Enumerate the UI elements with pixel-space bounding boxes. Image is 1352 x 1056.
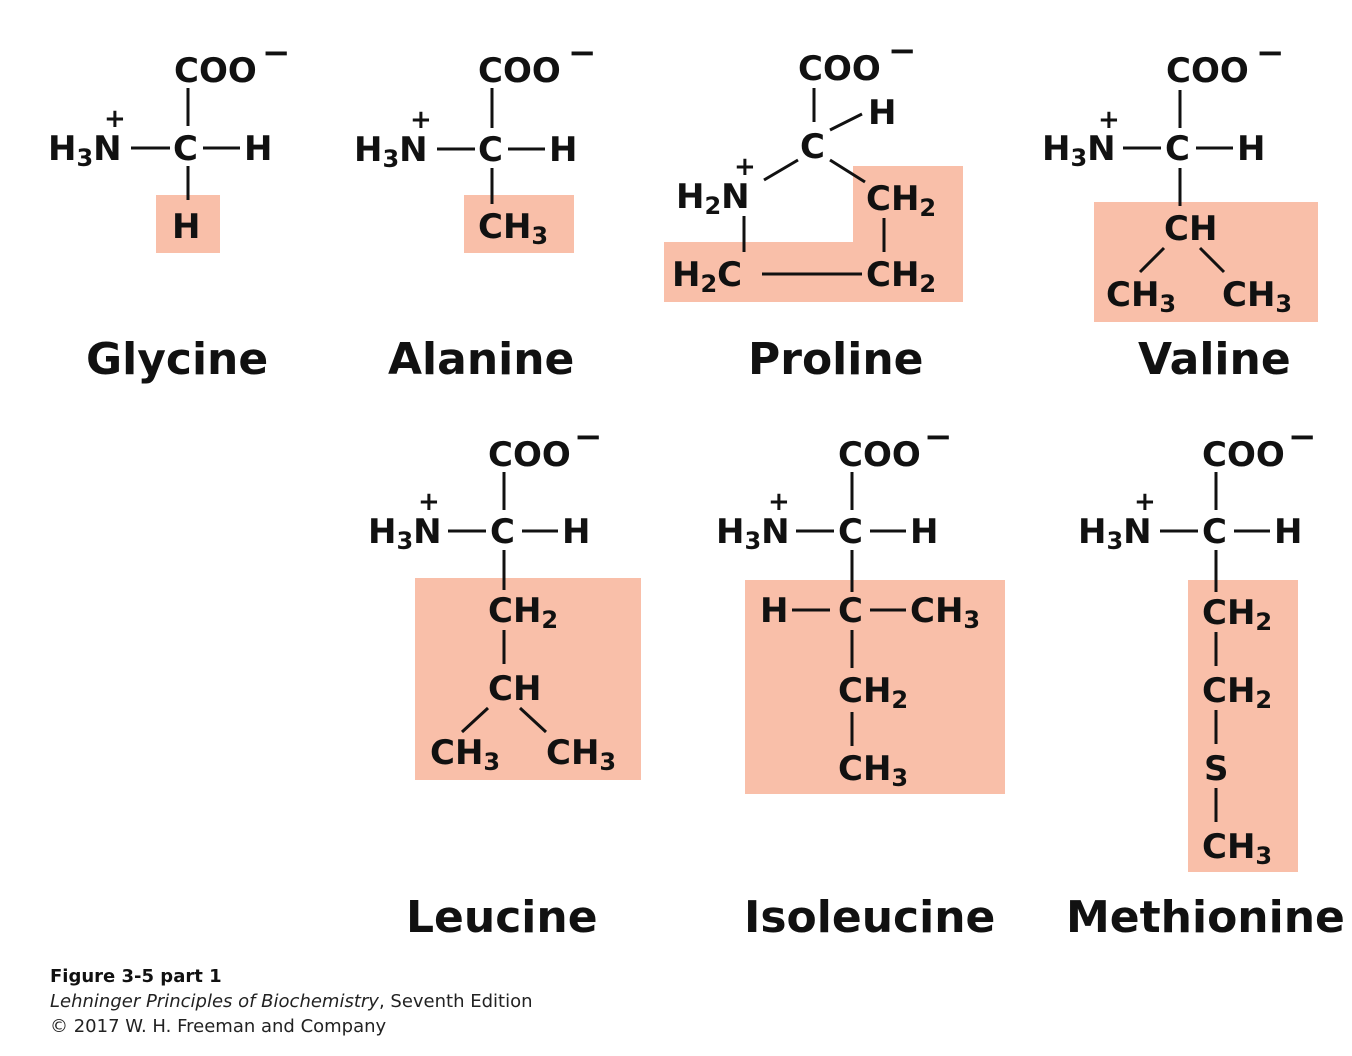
proline-imino-group: H2N — [676, 177, 750, 220]
isoleucine-alpha-hydrogen: H — [910, 512, 938, 552]
glycine-carboxylate: COO — [174, 51, 257, 91]
leucine-carboxylate-charge: − — [574, 417, 603, 457]
glycine-amino-charge: + — [104, 104, 126, 134]
glycine-alpha-hydrogen: H — [244, 129, 272, 169]
valine-structure: COO − + H3N C H CH CH3 CH3 Valine — [1042, 33, 1318, 385]
methionine-carboxylate: COO — [1202, 435, 1285, 475]
glycine-side-chain-h: H — [172, 207, 200, 247]
proline-side-chain-highlight — [664, 166, 963, 302]
proline-structure: COO − H C + H2N CH2 H2C CH2 Proline — [664, 31, 963, 385]
glycine-side-chain-highlight — [156, 195, 220, 253]
isoleucine-amino-charge: + — [768, 487, 790, 517]
alanine-alpha-hydrogen: H — [549, 130, 577, 170]
proline-name: Proline — [748, 334, 924, 385]
alanine-side-chain-highlight — [464, 195, 574, 253]
valine-side-chain-methyl-left: CH3 — [1106, 275, 1176, 318]
isoleucine-carboxylate-charge: − — [924, 417, 953, 457]
isoleucine-carboxylate: COO — [838, 435, 921, 475]
glycine-amino-group: H3N — [48, 129, 122, 172]
leucine-side-chain-ch2: CH2 — [488, 591, 558, 634]
valine-side-chain-highlight — [1094, 202, 1318, 322]
caption-copyright: © 2017 W. H. Freeman and Company — [50, 1016, 387, 1037]
methionine-side-chain-sulfur: S — [1204, 749, 1229, 789]
leucine-side-chain-highlight — [415, 578, 641, 780]
isoleucine-alpha-carbon: C — [838, 512, 863, 552]
valine-carboxylate-charge: − — [1256, 33, 1285, 73]
glycine-alpha-carbon: C — [173, 129, 198, 169]
figure-caption: Figure 3-5 part 1 Lehninger Principles o… — [50, 966, 533, 1037]
alanine-carboxylate: COO — [478, 51, 561, 91]
isoleucine-side-chain-methyl: CH3 — [910, 591, 980, 634]
valine-amino-group: H3N — [1042, 129, 1116, 172]
alanine-side-chain-methyl: CH3 — [478, 207, 548, 250]
leucine-amino-charge: + — [418, 487, 440, 517]
proline-amino-charge: + — [734, 152, 756, 182]
leucine-side-chain-methyl-right: CH3 — [546, 733, 616, 776]
isoleucine-side-chain-highlight — [745, 580, 1005, 794]
methionine-side-chain-methyl: CH3 — [1202, 827, 1272, 870]
alanine-amino-group: H3N — [354, 130, 428, 173]
leucine-amino-group: H3N — [368, 512, 442, 555]
valine-amino-charge: + — [1098, 105, 1120, 135]
caption-figure-number: Figure 3-5 part 1 — [50, 966, 222, 987]
proline-ring-ch2-lower: CH2 — [866, 255, 936, 298]
leucine-side-chain-ch: CH — [488, 669, 541, 709]
valine-side-chain-methyl-right: CH3 — [1222, 275, 1292, 318]
methionine-name: Methionine — [1066, 892, 1345, 943]
alanine-name: Alanine — [388, 334, 574, 385]
glycine-name: Glycine — [86, 334, 268, 385]
methionine-amino-charge: + — [1134, 487, 1156, 517]
leucine-side-chain-methyl-left: CH3 — [430, 733, 500, 776]
isoleucine-amino-group: H3N — [716, 512, 790, 555]
valine-alpha-carbon: C — [1165, 129, 1190, 169]
proline-carboxylate-charge: − — [888, 31, 917, 71]
methionine-side-chain-highlight — [1188, 580, 1298, 872]
isoleucine-side-chain-ch2: CH2 — [838, 671, 908, 714]
valine-alpha-hydrogen: H — [1237, 129, 1265, 169]
caption-book-title: Lehninger Principles of Biochemistry, Se… — [50, 991, 533, 1012]
proline-alpha-carbon: C — [800, 127, 825, 167]
leucine-name: Leucine — [406, 892, 598, 943]
leucine-alpha-carbon: C — [490, 512, 515, 552]
valine-carboxylate: COO — [1166, 51, 1249, 91]
isoleucine-side-chain-terminal-methyl: CH3 — [838, 749, 908, 792]
methionine-amino-group: H3N — [1078, 512, 1152, 555]
isoleucine-name: Isoleucine — [744, 892, 995, 943]
isoleucine-beta-hydrogen: H — [760, 591, 788, 631]
methionine-alpha-hydrogen: H — [1274, 512, 1302, 552]
valine-name: Valine — [1138, 334, 1291, 385]
proline-alpha-hydrogen: H — [868, 93, 896, 133]
methionine-side-chain-ch2-gamma: CH2 — [1202, 671, 1272, 714]
glycine-structure: COO − + H3N C H H Glycine — [48, 33, 291, 385]
alanine-amino-charge: + — [410, 105, 432, 135]
valine-side-chain-ch: CH — [1164, 209, 1217, 249]
alanine-alpha-carbon: C — [478, 130, 503, 170]
methionine-carboxylate-charge: − — [1288, 417, 1317, 457]
alanine-carboxylate-charge: − — [568, 33, 597, 73]
proline-ring-ch2-upper: CH2 — [866, 179, 936, 222]
isoleucine-structure: COO − + H3N C H H C CH3 CH2 CH3 Isoleuci… — [716, 417, 1005, 943]
leucine-structure: COO − + H3N C H CH2 CH CH3 CH3 Leucine — [368, 417, 641, 943]
proline-ring-h2c: H2C — [672, 255, 742, 298]
glycine-carboxylate-charge: − — [262, 33, 291, 73]
proline-carboxylate: COO — [798, 49, 881, 89]
methionine-side-chain-ch2-beta: CH2 — [1202, 593, 1272, 636]
alanine-structure: COO − + H3N C H CH3 Alanine — [354, 33, 597, 385]
leucine-alpha-hydrogen: H — [562, 512, 590, 552]
methionine-alpha-carbon: C — [1202, 512, 1227, 552]
methionine-structure: COO − + H3N C H CH2 CH2 S CH3 Methionine — [1066, 417, 1345, 943]
leucine-carboxylate: COO — [488, 435, 571, 475]
isoleucine-beta-carbon: C — [838, 591, 863, 631]
